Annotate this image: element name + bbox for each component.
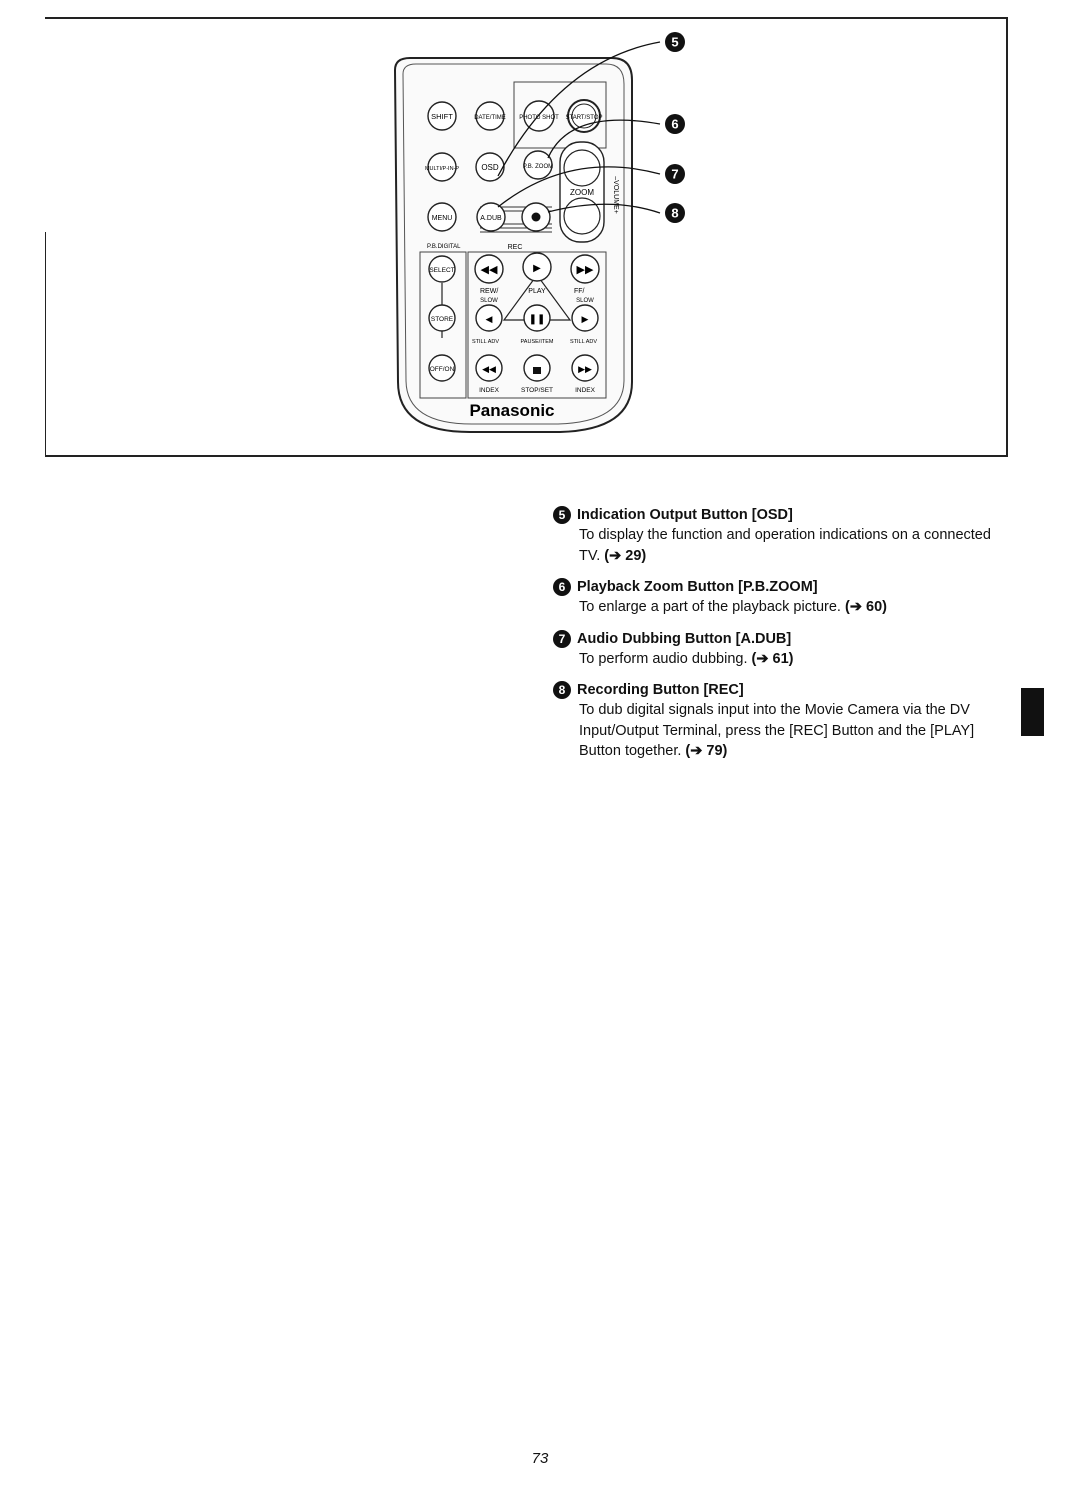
section-tab-marker xyxy=(1021,688,1044,736)
stop-set-label: STOP/SET xyxy=(521,387,553,394)
callout-7: 7 xyxy=(665,164,685,184)
svg-text:SELECT: SELECT xyxy=(429,267,454,274)
page-reference: (➔ 60) xyxy=(845,599,887,615)
slow-left-label: SLOW xyxy=(480,298,498,304)
svg-text:MENU: MENU xyxy=(432,215,453,222)
still-adv-left-label: STILL ADV xyxy=(472,339,499,345)
still-adv-left-button: ◀ xyxy=(475,304,503,332)
button-descriptions: 5 Indication Output Button [OSD] To disp… xyxy=(553,505,1013,773)
svg-text:◀◀: ◀◀ xyxy=(481,264,498,276)
pb-zoom-button: P.B. ZOOM xyxy=(523,150,553,180)
index-left-button: ◀◀ xyxy=(475,354,503,382)
off-on-button: OFF/ON xyxy=(428,354,456,382)
shift-button: SHIFT xyxy=(427,101,457,131)
page-reference: (➔ 61) xyxy=(751,650,794,667)
play-button: ▶ xyxy=(522,252,552,282)
item-description: To perform audio dubbing. xyxy=(579,650,748,667)
illustration-frame xyxy=(45,17,1008,457)
item-title: Audio Dubbing Button [A.DUB] xyxy=(577,630,792,647)
svg-text:▶: ▶ xyxy=(533,263,541,274)
list-item: 6 Playback Zoom Button [P.B.ZOOM] To enl… xyxy=(553,577,1013,618)
stop-set-button xyxy=(523,354,551,382)
pause-button: ❚❚ xyxy=(523,304,551,332)
svg-text:7: 7 xyxy=(671,167,678,182)
page-reference: (➔ 79) xyxy=(685,743,728,759)
svg-text:STORE: STORE xyxy=(431,316,454,323)
remote-control-illustration: SHIFT DATE/TIME PHOTO SHOT START/STOP MU… xyxy=(393,32,685,433)
item-number-badge: 8 xyxy=(553,681,571,699)
item-number-badge: 7 xyxy=(553,629,571,648)
date-time-button: DATE/TIME xyxy=(474,101,506,131)
pb-digital-label: P.B.DIGITAL xyxy=(427,244,461,250)
svg-text:5: 5 xyxy=(671,35,678,50)
svg-text:DATE/TIME: DATE/TIME xyxy=(474,115,506,121)
svg-text:8: 8 xyxy=(671,206,678,221)
page-reference: (➔ 29) xyxy=(604,547,647,564)
svg-text:MULTI/P-IN-P: MULTI/P-IN-P xyxy=(425,166,459,172)
svg-text:P.B. ZOOM: P.B. ZOOM xyxy=(523,164,553,170)
item-title: Recording Button [REC] xyxy=(577,682,744,698)
rew-label: REW/ xyxy=(480,288,498,295)
still-adv-right-button: ▶ xyxy=(571,304,599,332)
item-description: To dub digital signals input into the Mo… xyxy=(579,702,975,759)
callout-6: 6 xyxy=(665,114,685,134)
svg-text:▶▶: ▶▶ xyxy=(577,264,594,276)
svg-text:❚❚: ❚❚ xyxy=(529,314,546,325)
svg-text:6: 6 xyxy=(671,117,678,132)
store-button: STORE xyxy=(428,304,456,332)
list-item: 8 Recording Button [REC] To dub digital … xyxy=(553,680,1013,762)
svg-text:◀◀: ◀◀ xyxy=(482,364,496,374)
still-adv-right-label: STILL ADV xyxy=(570,339,597,345)
svg-text:OSD: OSD xyxy=(481,163,499,172)
rec-label: REC xyxy=(508,244,523,251)
svg-text:▶▶: ▶▶ xyxy=(578,364,592,374)
svg-text:◀: ◀ xyxy=(486,314,493,324)
item-title: Playback Zoom Button [P.B.ZOOM] xyxy=(577,579,818,595)
ff-label: FF/ xyxy=(574,288,585,295)
ff-button: ▶▶ xyxy=(570,254,600,284)
select-button: SELECT xyxy=(428,255,456,283)
item-description: To display the function and operation in… xyxy=(579,527,991,564)
callout-8: 8 xyxy=(665,203,685,223)
item-number-badge: 5 xyxy=(553,506,571,524)
rew-button: ◀◀ xyxy=(474,254,504,284)
item-number-badge: 6 xyxy=(553,578,571,596)
list-item: 7 Audio Dubbing Button [A.DUB] To perfor… xyxy=(553,629,1013,670)
zoom-rocker: ZOOM xyxy=(559,141,605,243)
frame-left-edge xyxy=(45,232,46,457)
brand-logo: Panasonic xyxy=(469,401,554,420)
svg-text:SHIFT: SHIFT xyxy=(431,112,453,121)
slow-right-label: SLOW xyxy=(576,298,594,304)
volume-label: –VOLUME+ xyxy=(612,176,619,214)
osd-button: OSD xyxy=(475,152,505,182)
svg-text:ZOOM: ZOOM xyxy=(570,188,594,197)
index-right-button: ▶▶ xyxy=(571,354,599,382)
index-right-label: INDEX xyxy=(575,387,596,394)
svg-text:START/STOP: START/STOP xyxy=(565,115,602,121)
page-number: 73 xyxy=(531,1450,549,1467)
svg-text:PHOTO SHOT: PHOTO SHOT xyxy=(519,115,559,121)
play-label: PLAY xyxy=(528,288,546,295)
item-title: Indication Output Button [OSD] xyxy=(577,507,793,523)
svg-text:▶: ▶ xyxy=(582,314,589,324)
menu-button: MENU xyxy=(427,202,457,232)
multi-p-in-p-button: MULTI/P-IN-P xyxy=(425,152,459,182)
index-left-label: INDEX xyxy=(479,387,500,394)
svg-text:A.DUB: A.DUB xyxy=(480,215,502,222)
svg-text:OFF/ON: OFF/ON xyxy=(430,366,455,373)
list-item: 5 Indication Output Button [OSD] To disp… xyxy=(553,505,1013,566)
callout-5: 5 xyxy=(665,32,685,52)
rec-button xyxy=(521,202,551,232)
item-description: To enlarge a part of the playback pictur… xyxy=(579,599,841,615)
pause-item-label: PAUSE/ITEM xyxy=(521,339,554,345)
start-stop-button: START/STOP xyxy=(565,99,603,133)
